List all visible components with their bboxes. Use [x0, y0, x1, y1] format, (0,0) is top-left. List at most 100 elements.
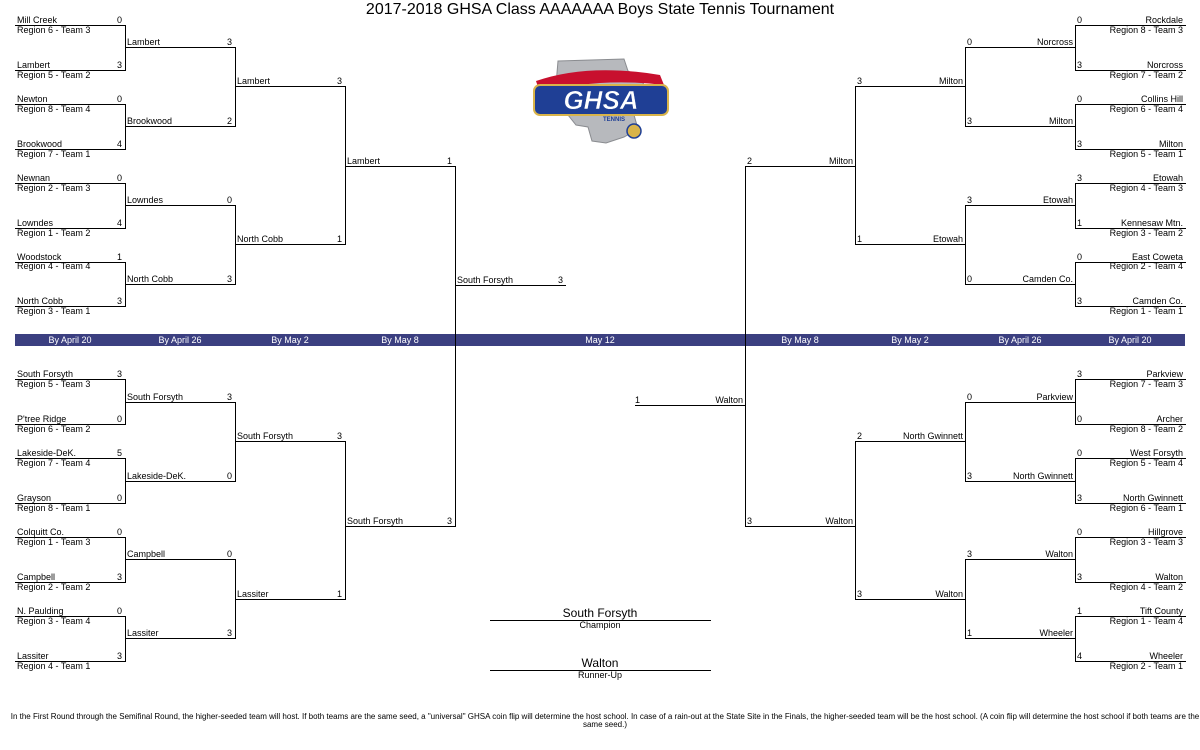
seed-label: Region 4 - Team 1	[17, 661, 91, 671]
bracket-line	[1075, 183, 1186, 184]
team-name: Milton	[1048, 116, 1073, 126]
bracket-line	[125, 284, 236, 285]
team-name: Camden Co.	[1022, 274, 1073, 284]
team-score: 0	[116, 414, 122, 424]
bracket-connector	[235, 47, 236, 127]
team-name: Collins Hill	[1140, 94, 1183, 104]
bracket-line	[15, 104, 126, 105]
team-name: Lowndes	[17, 218, 54, 228]
team-score: 3	[116, 296, 122, 306]
team-score: 3	[967, 116, 973, 126]
team-name: South Forsyth	[17, 369, 74, 379]
team-score: 3	[116, 651, 122, 661]
bracket-line	[15, 306, 126, 307]
team-score: 0	[1077, 252, 1083, 262]
bracket-line	[15, 616, 126, 617]
page-title: 2017-2018 GHSA Class AAAAAAA Boys State …	[365, 1, 835, 18]
bracket-line	[965, 47, 1076, 48]
team-score: 1	[1077, 606, 1083, 616]
bracket-connector	[235, 205, 236, 285]
bracket-line	[15, 503, 126, 504]
seed-label: Region 1 - Team 2	[17, 228, 91, 238]
team-name: Lambert	[127, 37, 161, 47]
seed-label: Region 2 - Team 4	[1109, 261, 1183, 271]
team-score: 3	[747, 516, 753, 526]
team-name: Walton	[1045, 549, 1073, 559]
team-name: Newnan	[17, 173, 51, 183]
bracket-line	[235, 244, 346, 245]
bracket-line	[855, 441, 966, 442]
round-label: By April 26	[158, 335, 202, 345]
team-score: 0	[1077, 94, 1083, 104]
team-score: 3	[1077, 60, 1083, 70]
team-score: 3	[967, 549, 973, 559]
bracket-connector	[1075, 104, 1076, 150]
final-line-right	[635, 405, 746, 406]
team-score: 3	[116, 60, 122, 70]
bracket-line	[15, 379, 126, 380]
bracket-line	[1075, 262, 1186, 263]
ghsa-tennis-logo: GHSA TENNIS	[533, 58, 669, 144]
team-name: Parkview	[1036, 392, 1073, 402]
bracket-connector	[455, 166, 456, 527]
final-score-right: 1	[635, 395, 641, 405]
seed-label: Region 4 - Team 2	[1109, 582, 1183, 592]
team-score: 3	[116, 572, 122, 582]
team-score: 3	[226, 37, 232, 47]
round-label: By May 2	[271, 335, 309, 345]
seed-label: Region 5 - Team 4	[1109, 458, 1183, 468]
logo-text: GHSA	[563, 85, 638, 115]
team-score: 0	[116, 527, 122, 537]
seed-label: Region 5 - Team 3	[17, 379, 91, 389]
team-score: 1	[116, 252, 122, 262]
seed-label: Region 2 - Team 3	[17, 183, 91, 193]
bracket-connector	[965, 402, 966, 482]
team-score: 0	[116, 94, 122, 104]
team-name: North Cobb	[17, 296, 64, 306]
bracket-line	[965, 638, 1076, 639]
bracket-connector	[855, 86, 856, 245]
round-label: By April 26	[998, 335, 1042, 345]
round-label-final: May 12	[585, 335, 615, 345]
team-name: Newton	[17, 94, 48, 104]
seed-label: Region 7 - Team 1	[17, 149, 91, 159]
team-name: Archer	[1156, 414, 1183, 424]
bracket-line	[345, 166, 456, 167]
team-name: Kennesaw Mtn.	[1120, 218, 1183, 228]
seed-label: Region 3 - Team 4	[17, 616, 91, 626]
team-name: Woodstock	[17, 252, 62, 262]
logo-subtext: TENNIS	[603, 117, 625, 123]
team-name: Camden Co.	[1132, 296, 1183, 306]
bracket-line	[15, 149, 126, 150]
bracket-connector	[125, 25, 126, 71]
team-score: 4	[116, 139, 122, 149]
bracket-connector	[855, 441, 856, 600]
team-name: Tift County	[1139, 606, 1183, 616]
team-score: 3	[857, 76, 863, 86]
team-score: 3	[116, 369, 122, 379]
team-name: North Gwinnett	[1012, 471, 1073, 481]
bracket-line	[1075, 616, 1186, 617]
team-name: Mill Creek	[17, 15, 58, 25]
team-score: 3	[1077, 369, 1083, 379]
round-label: By May 8	[781, 335, 819, 345]
team-score: 2	[857, 431, 863, 441]
bracket-line	[745, 526, 856, 527]
champion-name: South Forsyth	[562, 606, 638, 620]
bracket-connector	[1075, 183, 1076, 229]
bracket-line	[15, 262, 126, 263]
team-score: 0	[116, 15, 122, 25]
team-name: P'tree Ridge	[17, 414, 67, 424]
team-score: 0	[967, 37, 973, 47]
bracket-connector	[1075, 537, 1076, 583]
team-name: Lowndes	[127, 195, 164, 205]
final-team-right: Walton	[715, 395, 743, 405]
team-score: 1	[857, 234, 863, 244]
team-name: Brookwood	[17, 139, 63, 149]
bracket-connector	[965, 47, 966, 127]
champion-line	[490, 620, 711, 621]
team-name: North Gwinnett	[1122, 493, 1183, 503]
round-label: By April 20	[1108, 335, 1152, 345]
bracket-line	[125, 481, 236, 482]
team-score: 3	[226, 628, 232, 638]
